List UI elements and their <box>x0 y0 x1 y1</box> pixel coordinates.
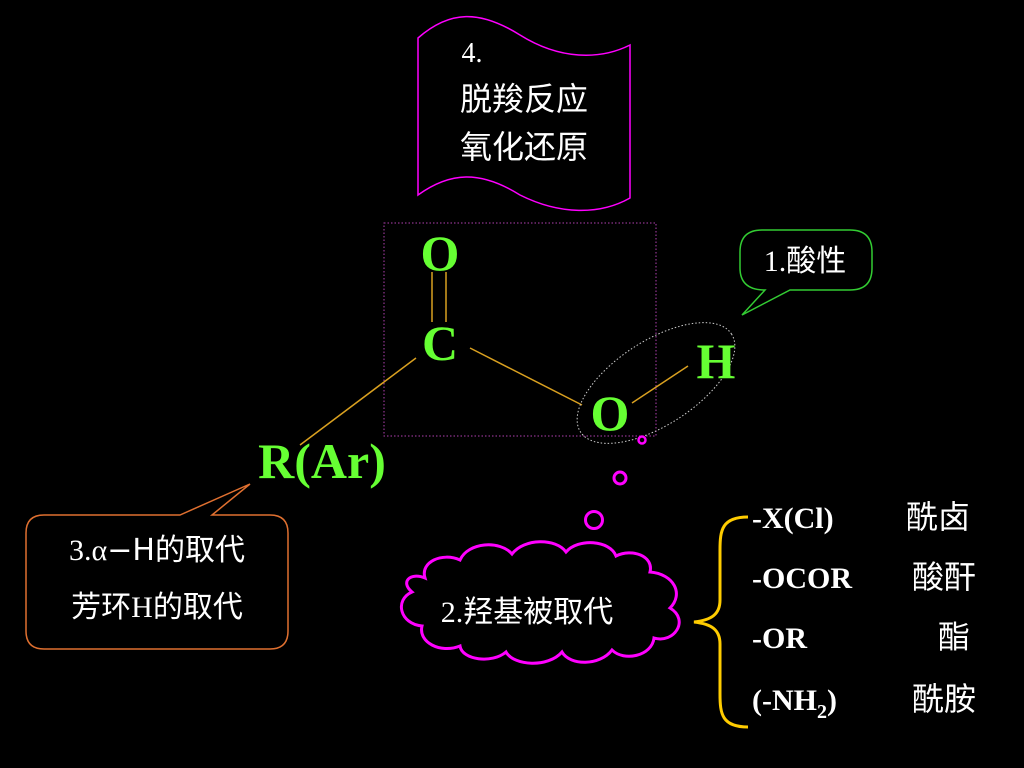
substituent-brace <box>693 515 749 729</box>
cloud-text: 2.羟基被取代 <box>441 595 614 630</box>
hydroxyl-ellipse <box>576 322 736 444</box>
atom-o-top: O <box>421 225 460 281</box>
substituent-group-4: (-NH2) <box>752 684 837 723</box>
bond-c-r <box>299 357 417 446</box>
substitution-callout <box>25 483 289 650</box>
banner-shape <box>417 15 631 212</box>
thought-bubble-large <box>584 510 604 530</box>
bond-c-o <box>469 347 583 406</box>
substituent-name-2: 酸酐 <box>912 558 976 596</box>
substituent-group-3: -OR <box>752 622 807 655</box>
substituent-name-4: 酰胺 <box>912 680 976 718</box>
thought-bubble-small <box>637 435 647 445</box>
acid-callout-text: 1.酸性 <box>764 244 847 279</box>
atom-o-bottom: O <box>591 385 630 441</box>
cloud-shape <box>400 540 681 665</box>
substituent-name-1: 酰卤 <box>906 498 970 536</box>
banner-line1: 脱羧反应 <box>460 80 588 118</box>
substituent-list: -X(Cl) 酰卤 -OCOR 酸酐 -OR 酯 (-NH2) 酰胺 <box>752 498 976 723</box>
atom-h: H <box>697 333 736 389</box>
banner-number: 4. <box>462 38 483 69</box>
substituent-group-2: -OCOR <box>752 562 852 595</box>
thought-bubble-medium <box>612 470 628 486</box>
bond-o-h <box>631 365 689 404</box>
substituent-name-3: 酯 <box>938 618 970 656</box>
carbonyl-box <box>383 222 657 437</box>
substitution-line2: 芳环H的取代 <box>71 590 243 625</box>
banner-line2: 氧化还原 <box>460 128 588 166</box>
substitution-line1: 3.α−H的取代 <box>69 533 245 568</box>
substituent-group-1: -X(Cl) <box>752 502 834 535</box>
atom-c: C <box>422 315 458 371</box>
atom-r: R(Ar) <box>258 433 386 489</box>
acid-callout <box>739 229 873 316</box>
